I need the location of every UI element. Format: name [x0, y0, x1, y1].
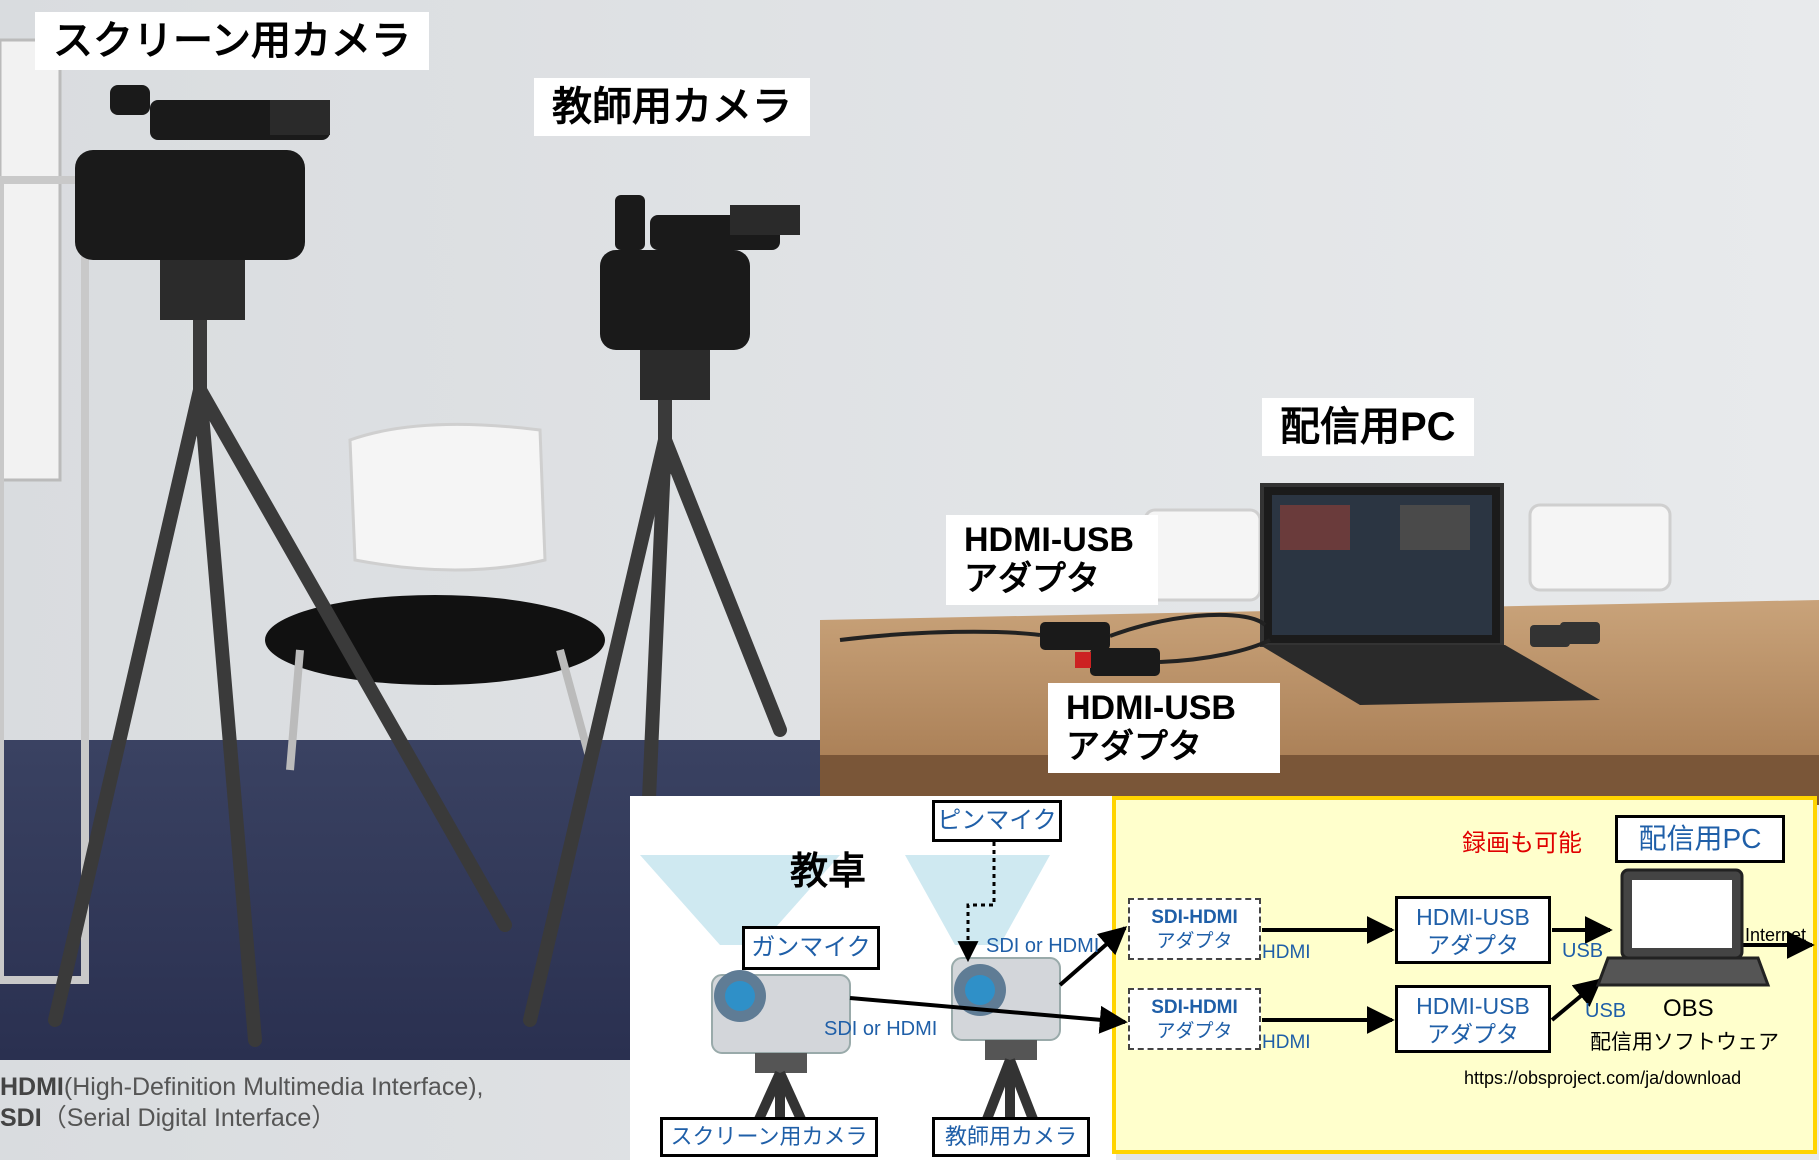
obs-desc-label: 配信用ソフトウェア — [1590, 1031, 1779, 1054]
hdmi-usb-adapter-bottom-line1: HDMI-USB — [1416, 993, 1530, 1019]
screen-camera-body — [75, 85, 330, 320]
sdi-hdmi-adapter-top: SDI-HDMI アダプタ — [1128, 898, 1261, 960]
screen-camera-diagram-label: スクリーン用カメラ — [670, 1124, 868, 1149]
pc-title: 配信用PC — [1638, 823, 1762, 854]
teacher-camera-body — [600, 195, 800, 400]
sdi-full: （Serial Digital Interface） — [41, 1104, 337, 1133]
sdi-hdmi-adapter-top-line1: SDI-HDMI — [1151, 907, 1238, 928]
pin-mic-connector — [957, 842, 996, 963]
abbreviation-footnote: HDMI(High-Definition Multimedia Interfac… — [0, 1072, 484, 1135]
whiteboard — [0, 38, 62, 482]
hdmi-label-bottom: HDMI — [1262, 1032, 1311, 1053]
screen-camera-label: スクリーン用カメラ — [35, 12, 429, 70]
sdi-or-hdmi-screen: SDI or HDMI — [824, 1018, 938, 1040]
hdmi-line: HDMI(High-Definition Multimedia Interfac… — [0, 1072, 484, 1103]
laptop-icon — [1595, 868, 1771, 987]
sdi-abbr: SDI — [0, 1104, 42, 1133]
adapter-1-device — [1040, 622, 1110, 650]
pc-title-box: 配信用PC — [1615, 815, 1785, 863]
pin-mic-box: ピンマイク — [932, 800, 1062, 842]
broadcast-pc-label: 配信用PC — [1262, 398, 1474, 456]
sdi-line: SDI（Serial Digital Interface） — [0, 1103, 484, 1134]
adapter-1-label: HDMI-USB アダプタ — [946, 515, 1158, 606]
hdmi-usb-adapter-bottom: HDMI-USB アダプタ — [1395, 985, 1551, 1053]
pin-mic-label: ピンマイク — [937, 807, 1057, 834]
hdmi-full: (High-Definition Multimedia Interface), — [63, 1073, 484, 1101]
hdmi-abbr: HDMI — [0, 1073, 64, 1101]
sdi-hdmi-adapter-bottom-line2: アダプタ — [1156, 1021, 1233, 1042]
teacher-camera-label: 教師用カメラ — [534, 78, 810, 136]
sdi-hdmi-adapter-bottom: SDI-HDMI アダプタ — [1128, 988, 1261, 1050]
arrow-teacher-to-sdi-top — [1058, 926, 1128, 987]
teacher-camera-view-cone — [905, 855, 1050, 945]
obs-label: OBS — [1663, 995, 1714, 1022]
usb-label-bottom: USB — [1585, 1000, 1627, 1022]
usb-label-top: USB — [1562, 940, 1604, 962]
podium-label: 教卓 — [790, 851, 867, 893]
sdi-hdmi-adapter-top-line2: アダプタ — [1156, 931, 1233, 952]
teacher-camera-box: 教師用カメラ — [932, 1117, 1090, 1157]
laptop — [1260, 483, 1600, 705]
hdmi-usb-adapter-top-line1: HDMI-USB — [1416, 904, 1530, 930]
screen-camera-tripod — [48, 313, 512, 1047]
recording-label: 録画も可能 — [1462, 830, 1582, 857]
hdmi-usb-adapter-bottom-line2: アダプタ — [1427, 1021, 1519, 1047]
teacher-camera-diagram-label: 教師用カメラ — [944, 1124, 1077, 1149]
adapter-2-label: HDMI-USB アダプタ — [1048, 683, 1280, 774]
arrow-usb-bottom — [1550, 978, 1603, 1022]
adapter-2-device — [1090, 648, 1160, 676]
hdmi-usb-adapter-top: HDMI-USB アダプタ — [1395, 896, 1551, 964]
sdi-or-hdmi-teacher: SDI or HDMI — [986, 935, 1100, 957]
gun-mic-box: ガンマイク — [742, 926, 880, 970]
gun-mic-label: ガンマイク — [751, 934, 871, 961]
sdi-hdmi-adapter-bottom-line1: SDI-HDMI — [1151, 997, 1238, 1018]
screen-camera-view-cone — [640, 855, 840, 945]
arrow-screen-to-sdi-bottom — [849, 996, 1128, 1034]
internet-label: Internet — [1745, 925, 1807, 945]
screen-camera-box: スクリーン用カメラ — [660, 1117, 878, 1157]
hdmi-usb-adapter-top-line2: アダプタ — [1427, 932, 1519, 958]
obs-url[interactable]: https://obsproject.com/ja/download — [1464, 1068, 1742, 1088]
white-chair — [348, 422, 1672, 602]
hdmi-label-top: HDMI — [1262, 942, 1311, 963]
